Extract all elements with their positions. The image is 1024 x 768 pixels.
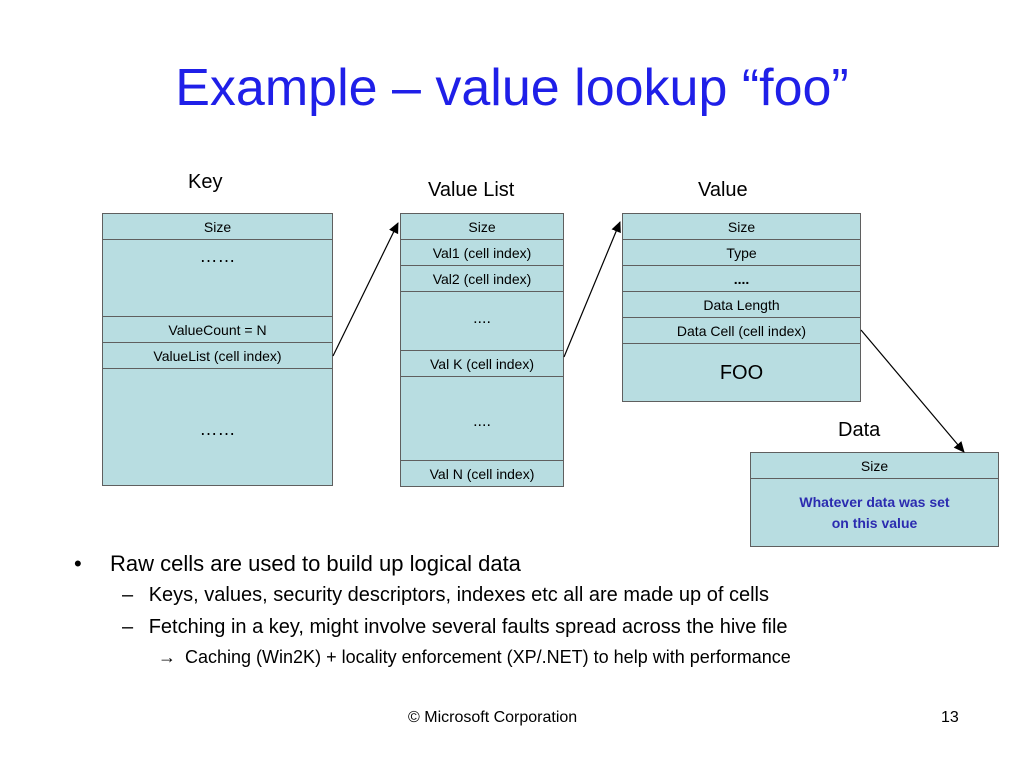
value-datacell-cell: Data Cell (cell index) (623, 318, 860, 344)
value-size-cell: Size (623, 214, 860, 240)
bullet-subsub: → Caching (Win2K) + locality enforcement… (158, 647, 791, 668)
bullet-sub-2-text: Fetching in a key, might involve several… (148, 616, 788, 638)
key-dots-cell: …… (103, 240, 332, 317)
data-content-cell: Whatever data was set on this value (751, 479, 998, 546)
vlist-dots-cell-2: .... (401, 377, 563, 461)
footer-copyright: © Microsoft Corporation (408, 709, 578, 726)
arrow-key-to-valuelist (332, 222, 399, 357)
arrow-right-icon: → (158, 647, 176, 667)
bullet-main-text: Raw cells are used to build up logical d… (110, 551, 521, 576)
value-label: Value (698, 179, 748, 201)
vlist-size-cell: Size (401, 214, 563, 240)
sub-bullet-marker: – (122, 584, 134, 606)
key-size-cell: Size (103, 214, 332, 240)
vlist-val1-cell: Val1 (cell index) (401, 240, 563, 266)
vlist-valn-cell: Val N (cell index) (429, 465, 535, 482)
key-dots-cell-2: …… (199, 419, 236, 439)
arrow-valuelist-to-value (563, 221, 621, 358)
key-label: Key (188, 171, 223, 193)
sub-bullet-marker: – (122, 616, 134, 638)
value-cell-box: Size Type .... Data Length Data Cell (ce… (622, 213, 861, 402)
bullet-sub-1-text: Keys, values, security descriptors, inde… (148, 584, 769, 606)
arrow-value-to-data (860, 329, 965, 453)
vlist-valk-cell: Val K (cell index) (401, 351, 563, 377)
data-content-line-1: Whatever data was set (799, 494, 950, 511)
data-label: Data (838, 419, 881, 441)
vlist-dots-cell: .... (401, 292, 563, 351)
value-list-box: Size Val1 (cell index) Val2 (cell index)… (400, 213, 564, 487)
key-valuelist-cell: ValueList (cell index) (103, 343, 332, 369)
key-cell-box: Size …… ValueCount = N ValueList (cell i… (102, 213, 333, 486)
value-list-label: Value List (428, 179, 515, 201)
data-content-line-2: on this value (831, 514, 918, 531)
bullet-sub-2: – Fetching in a key, might involve sever… (122, 616, 788, 639)
value-dots-cell: .... (623, 266, 860, 292)
bullet-sub-1: – Keys, values, security descriptors, in… (122, 584, 769, 607)
value-type-cell: Type (623, 240, 860, 266)
bullet-marker: • (74, 551, 82, 576)
data-cell-box: Size Whatever data was set on this value (750, 452, 999, 547)
value-datalength-cell: Data Length (623, 292, 860, 318)
vlist-val2-cell: Val2 (cell index) (401, 266, 563, 292)
bullet-subsub-text: Caching (Win2K) + locality enforcement (… (185, 647, 791, 667)
data-size-cell: Size (751, 453, 998, 479)
slide-title: Example – value lookup “foo” (175, 59, 849, 117)
key-valuecount-cell: ValueCount = N (103, 317, 332, 343)
value-foo-cell: FOO (719, 362, 764, 384)
page-number: 13 (941, 709, 959, 726)
